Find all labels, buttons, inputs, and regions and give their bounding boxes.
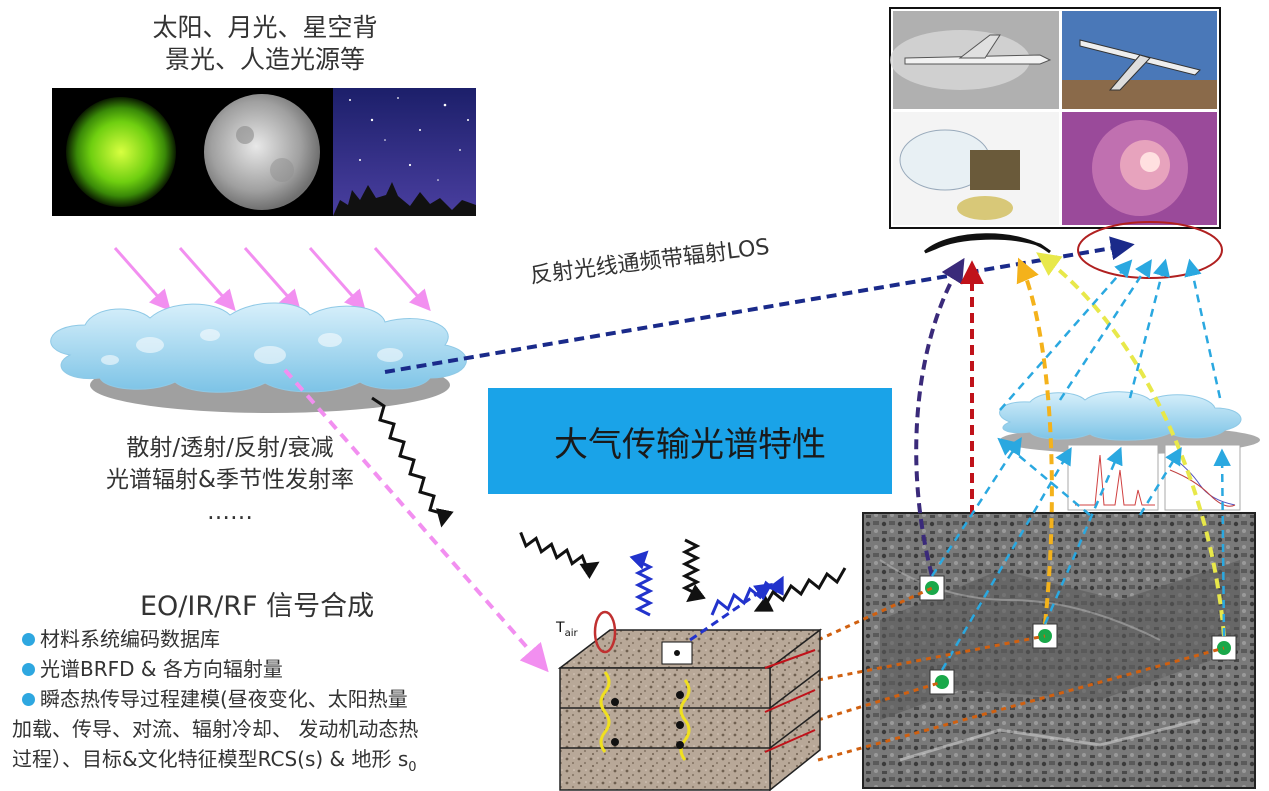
light-sources-title: 太阳、月光、星空背 景光、人造光源等 xyxy=(100,12,430,76)
ground-scene-image xyxy=(862,512,1256,789)
tair-label: Tair xyxy=(556,620,578,639)
light-source-images xyxy=(52,88,476,216)
sensor-signal-arrows xyxy=(914,252,1226,637)
moon-icon xyxy=(204,94,320,210)
signal-synthesis-title: EO/IR/RF 信号合成 xyxy=(140,591,375,622)
cloud-large xyxy=(50,302,467,413)
sun-icon xyxy=(66,97,176,207)
pink-dashed-arrow xyxy=(283,368,549,673)
sensor-platform-images xyxy=(889,7,1221,229)
block-to-scene-lines xyxy=(817,586,1225,762)
bullet-material-database: 材料系统编码数据库 xyxy=(12,624,552,654)
los-line xyxy=(384,236,1135,374)
spectrum-charts xyxy=(1067,444,1241,511)
material-block xyxy=(557,610,823,791)
atmosphere-ellipsis: …… xyxy=(207,499,253,525)
incoming-light-arrows xyxy=(113,247,431,312)
radiation-waves xyxy=(519,531,847,642)
convection-icon xyxy=(593,610,617,654)
signal-bullets: 材料系统编码数据库 光谱BRFD & 各方向辐射量 瞬态热传导过程建模(昼夜变化… xyxy=(12,624,552,783)
starry-sky-icon xyxy=(333,88,476,216)
atmosphere-line2: 光谱辐射&季节性发射率 xyxy=(106,467,354,493)
bullet-thermal-modeling: 瞬态热传导过程建模(昼夜变化、太阳热量 xyxy=(12,684,552,714)
atmospheric-transmission-label: 大气传输光谱特性 xyxy=(554,424,826,465)
bullet-brdf: 光谱BRFD & 各方向辐射量 xyxy=(12,654,552,684)
cyan-arrows xyxy=(930,258,1231,671)
sensor-aperture xyxy=(924,233,1051,254)
light-sources-title-line2: 景光、人造光源等 xyxy=(164,45,365,74)
atmospheric-transmission-box: 大气传输光谱特性 xyxy=(488,388,892,494)
aircraft-icon xyxy=(904,54,1052,65)
atmosphere-line1: 散射/透射/反射/衰减 xyxy=(126,435,334,461)
target-markers xyxy=(919,575,1237,695)
thermal-modeling-cont2: 过程）、目标&文化特征模型RCS(s) & 地形 s0 xyxy=(12,747,417,775)
light-sources-title-line1: 太阳、月光、星空背 xyxy=(152,13,378,42)
atmosphere-effects: 散射/透射/反射/衰减 光谱辐射&季节性发射率 …… xyxy=(40,432,420,528)
black-wave-arrow xyxy=(371,396,454,528)
thermal-modeling-cont1: 加载、传导、对流、辐射冷却、 发动机动态热 xyxy=(12,717,419,741)
